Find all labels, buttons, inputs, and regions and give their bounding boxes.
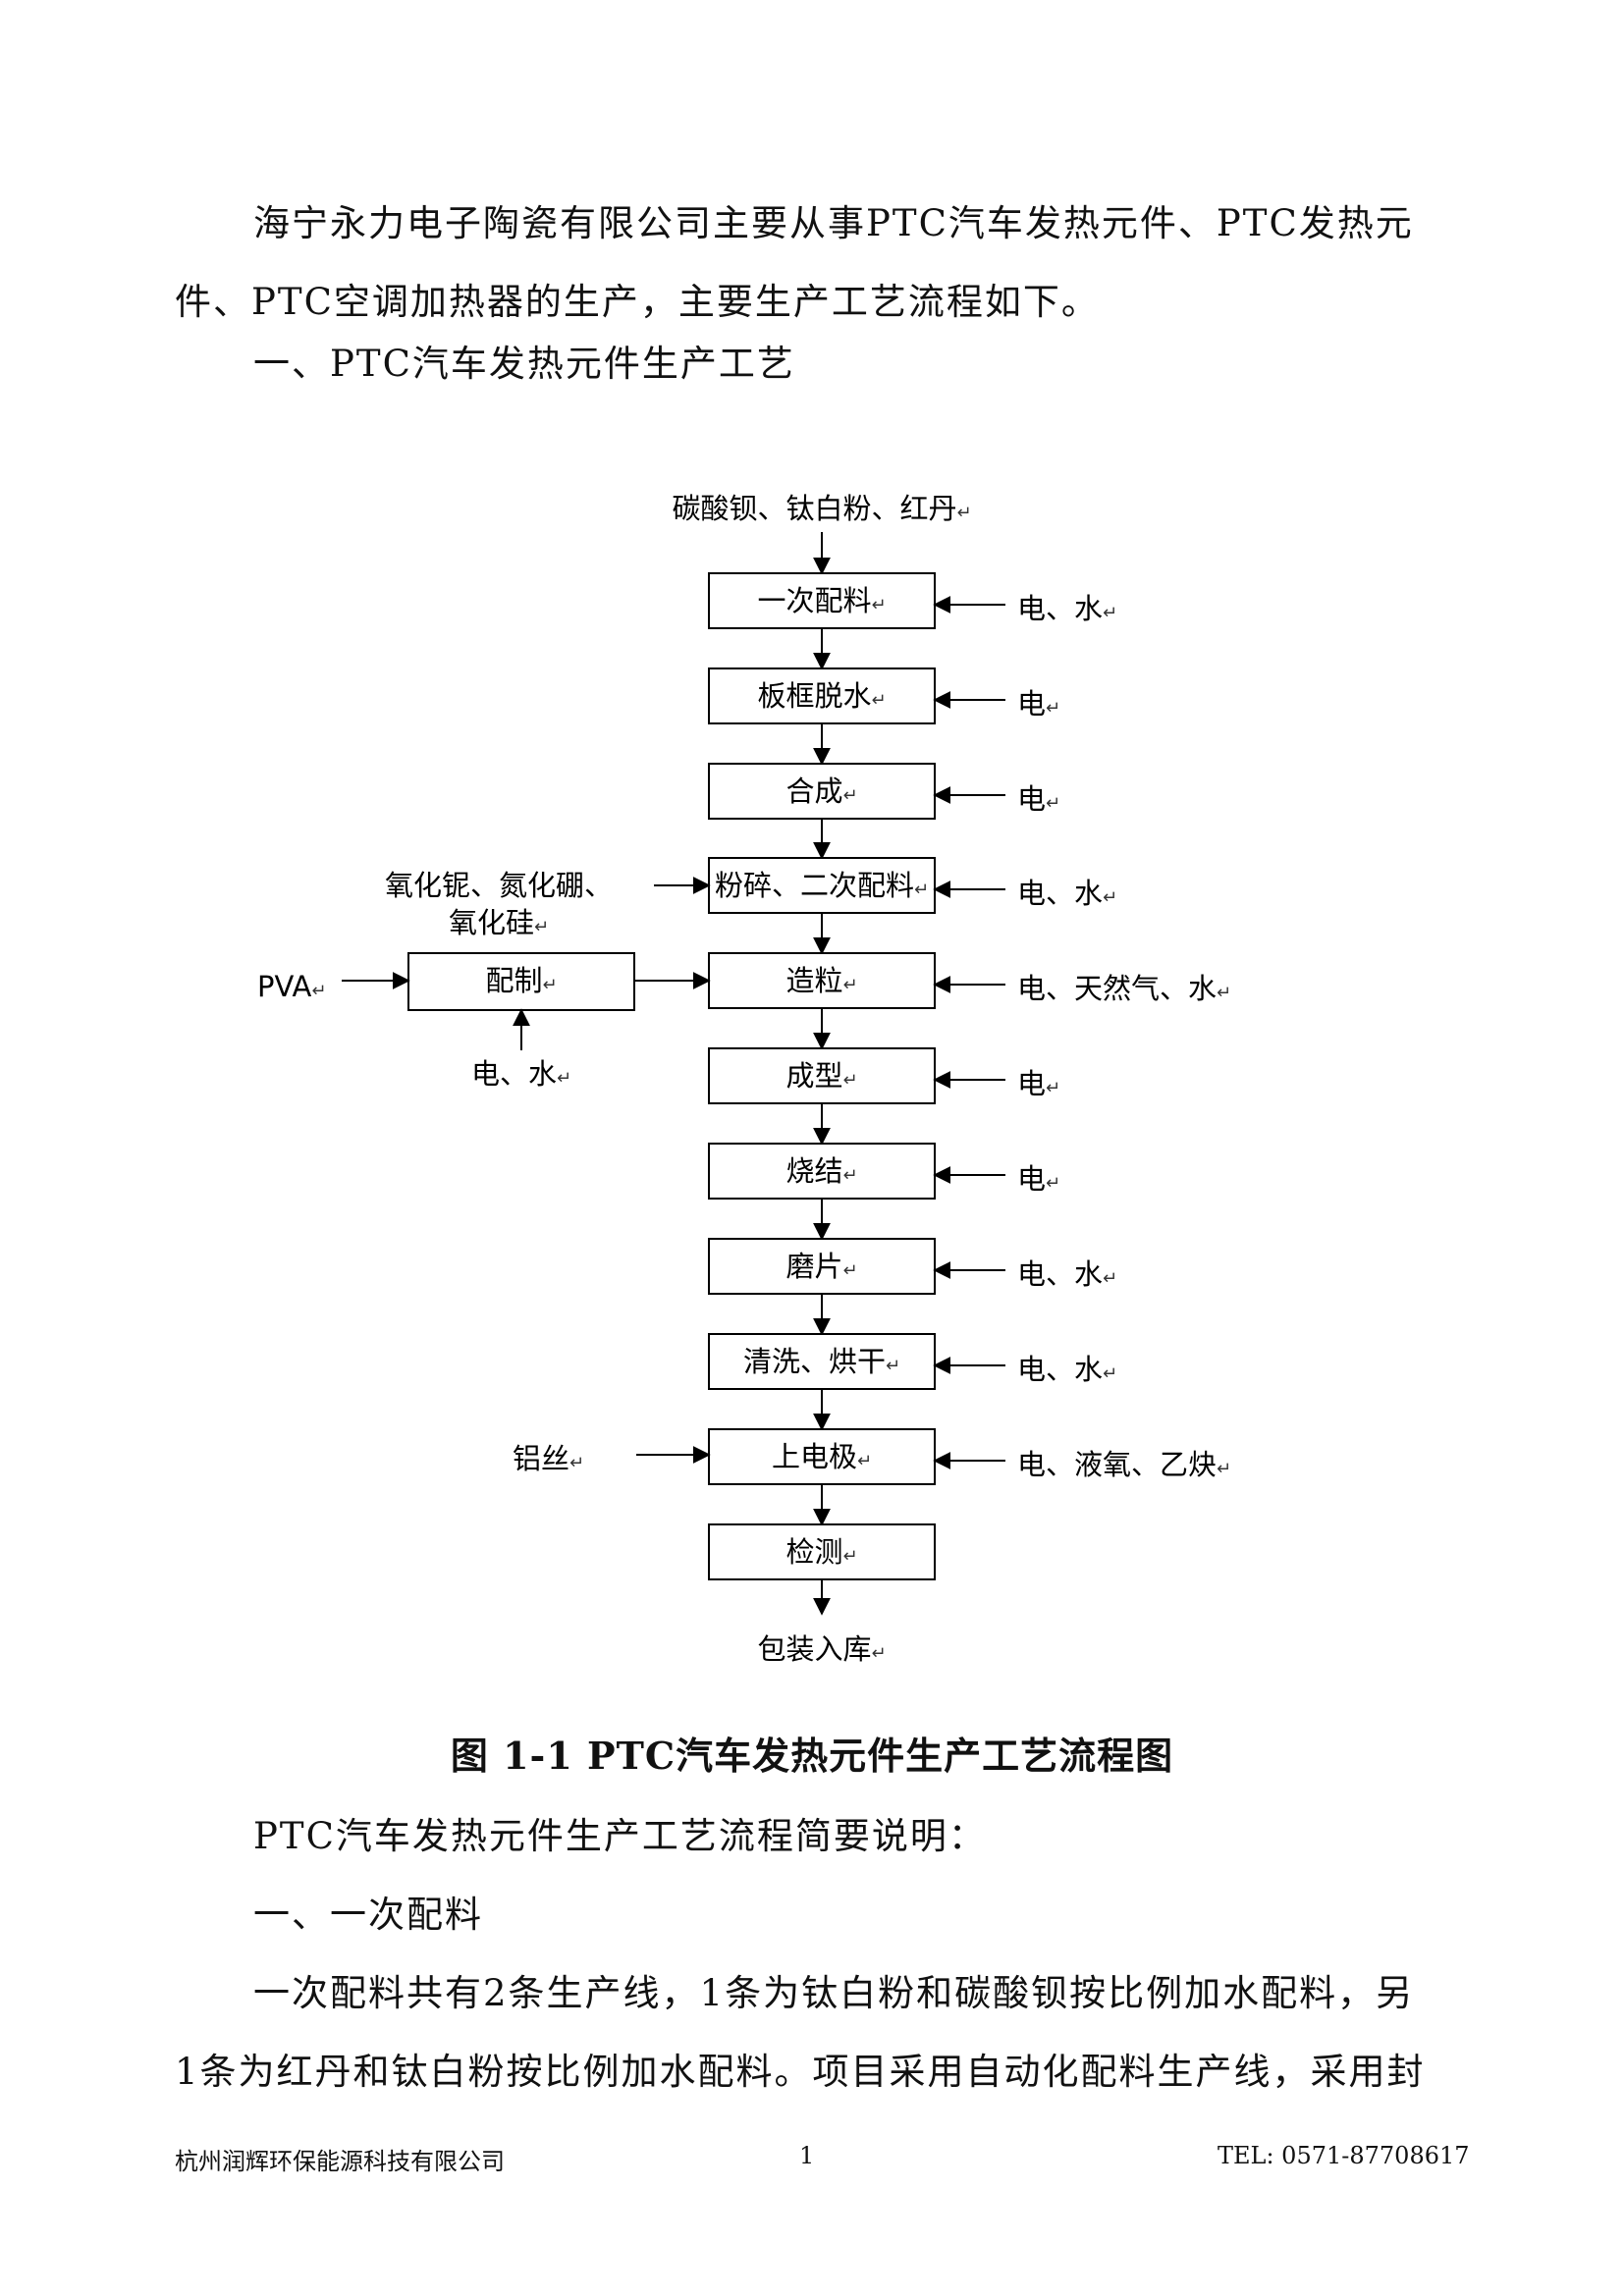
flow-step-box-5 — [708, 952, 936, 1009]
flow-right-input-label-2: 电↵ — [1017, 687, 1060, 721]
flow-step-label-1: 一次配料↵ — [757, 584, 886, 617]
section-title: 一、PTC汽车发热元件生产工艺 — [253, 343, 795, 385]
flow-electrode-input-label: 铝丝↵ — [513, 1442, 584, 1475]
flow-step-label-4: 粉碎、二次配料↵ — [715, 869, 929, 902]
intro-paragraph: 海宁永力电子陶瓷有限公司主要从事PTC汽车发热元件、PTC发热元件、PTC空调加… — [175, 202, 1414, 323]
flow-top-input-label: 碳酸钡、钛白粉、红丹↵ — [672, 492, 971, 525]
flow-step-box-4 — [708, 857, 936, 914]
flow-output-label: 包装入库↵ — [757, 1632, 886, 1666]
body-line-2: 1条为红丹和钛白粉按比例加水配料。项目采用自动化配料生产线，采用封 — [175, 2051, 1426, 2093]
body-line-1: 一次配料共有2条生产线，1条为钛白粉和碳酸钡按比例加水配料，另 — [253, 1972, 1415, 2014]
flow-right-input-label-10: 电、液氧、乙炔↵ — [1017, 1448, 1231, 1481]
flow-right-input-label-3: 电↵ — [1017, 782, 1060, 816]
flow-right-input-label-9: 电、水↵ — [1017, 1353, 1117, 1386]
footer-company: 杭州润辉环保能源科技有限公司 — [175, 2148, 505, 2175]
flow-step-label-5: 造粒↵ — [785, 964, 857, 997]
flow-step-label-10: 上电极↵ — [772, 1440, 872, 1473]
flow-step-label-7: 烧结↵ — [785, 1154, 857, 1188]
footer-page-number: 1 — [799, 2142, 815, 2169]
flow-right-input-label-1: 电、水↵ — [1017, 592, 1117, 625]
flow-right-input-label-8: 电、水↵ — [1017, 1257, 1117, 1291]
flow-right-input-label-7: 电↵ — [1017, 1162, 1060, 1196]
process-flowchart: 碳酸钡、钛白粉、红丹↵一次配料↵板框脱水↵合成↵粉碎、二次配料↵造粒↵成型↵烧结… — [257, 492, 1231, 1666]
flow-right-input-label-4: 电、水↵ — [1017, 877, 1117, 910]
flow-left-input-grind-line2: 氧化硅↵ — [449, 906, 549, 939]
flow-step-box-2 — [708, 667, 936, 724]
flow-right-input-label-5: 电、天然气、水↵ — [1017, 972, 1231, 1005]
flow-step-box-10 — [708, 1428, 936, 1485]
flow-prep-input-label: PVA↵ — [257, 970, 326, 1003]
flow-prep-label: 配制↵ — [485, 964, 557, 997]
flow-prep-utility-label: 电、水↵ — [471, 1057, 571, 1091]
flow-right-input-label-6: 电↵ — [1017, 1067, 1060, 1100]
brief-title: PTC汽车发热元件生产工艺流程简要说明： — [253, 1815, 987, 1857]
flow-step-box-9 — [708, 1333, 936, 1390]
subsection-title: 一、一次配料 — [253, 1894, 483, 1936]
flow-left-input-grind-line1: 氧化铌、氮化硼、 — [385, 869, 613, 902]
footer-tel: TEL: 0571-87708617 — [1218, 2142, 1470, 2169]
flow-step-label-9: 清洗、烘干↵ — [743, 1345, 900, 1378]
flow-step-box-11 — [708, 1523, 936, 1580]
figure-caption: 图 1-1 PTC汽车发热元件生产工艺流程图 — [450, 1734, 1174, 1778]
flow-step-label-2: 板框脱水↵ — [757, 679, 886, 713]
